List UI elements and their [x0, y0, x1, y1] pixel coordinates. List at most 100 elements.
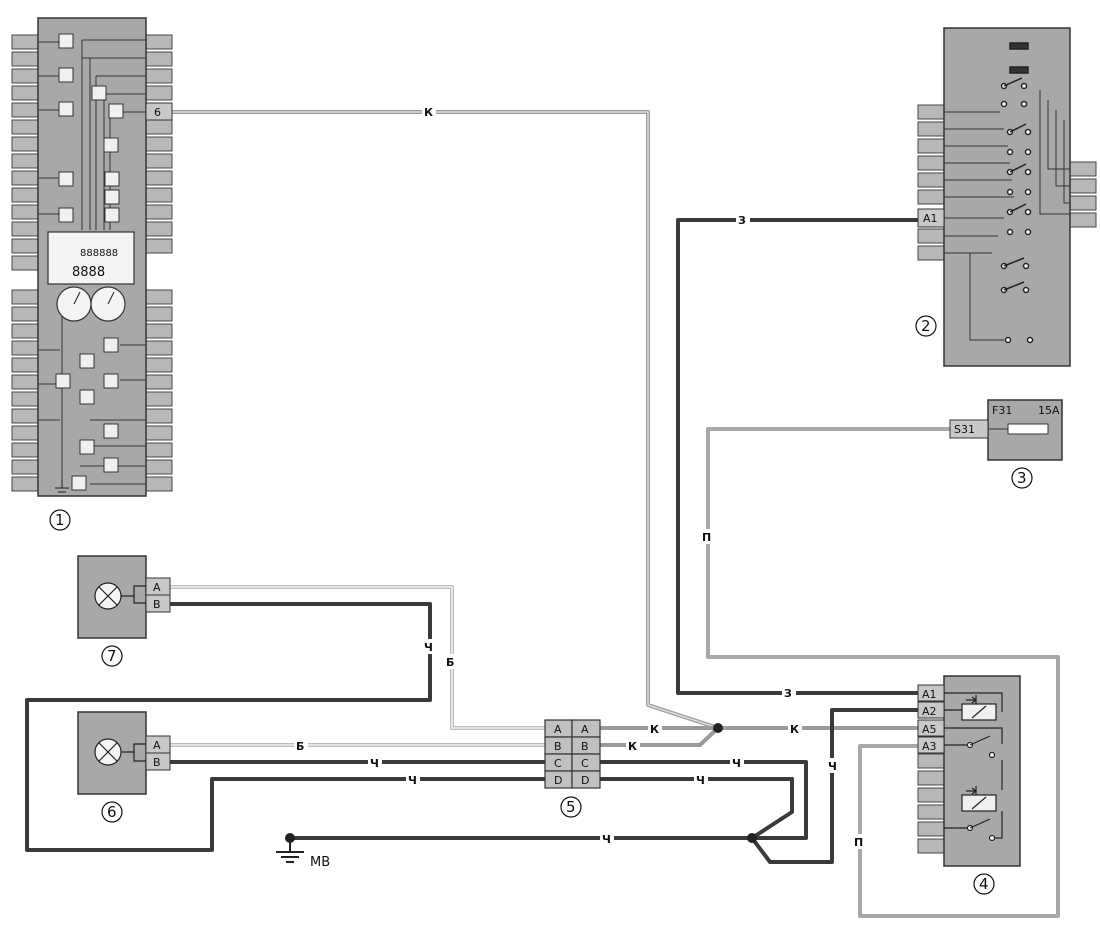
wire-label-ch-conn-c: Ч: [732, 757, 741, 770]
washer-icon: [79, 389, 95, 405]
relay-block: A1 A2 A5 A3 4: [917, 675, 1021, 895]
cluster-pins-right: [145, 34, 173, 492]
switch-block-number-circle: [915, 315, 937, 337]
lamp-6-number: 6: [107, 803, 117, 821]
oil-icon: [104, 189, 120, 205]
wire-ch-conn-d: [600, 777, 794, 840]
high-beam-icon: [103, 457, 119, 473]
diagram-label: A: [153, 739, 161, 752]
fuse-box: S31 F31 15A 3: [949, 399, 1063, 489]
wire-label-z-top: З: [738, 214, 746, 227]
wire-ch-conn-c: [600, 760, 808, 840]
junction-ch: [747, 833, 757, 843]
diagram-label: C: [554, 757, 562, 770]
diagram-label: A: [581, 723, 589, 736]
cluster-number-circle: [49, 509, 71, 531]
wire-k-cluster: [172, 110, 719, 730]
diagram-label: A: [153, 581, 161, 594]
connector: A A B B C C D D 5: [544, 719, 601, 818]
cluster-trip: 8888: [72, 265, 105, 280]
cluster-number: 1: [55, 511, 65, 529]
diagram-label: B: [554, 740, 562, 753]
diagram-label: D: [554, 774, 562, 787]
wire-label-z-bottom: З: [784, 687, 792, 700]
bulb-icon: [94, 738, 146, 766]
lamp-6: A B 6: [77, 711, 171, 823]
fog-light-icon: [91, 85, 107, 101]
wire-b-lamp7: [170, 585, 545, 730]
battery-icon: [79, 353, 95, 369]
diagram-label: B: [153, 756, 161, 769]
wires: [25, 110, 1060, 918]
door-icon: [104, 171, 120, 187]
diagram-label: C: [581, 757, 589, 770]
connector-number: 5: [566, 798, 576, 816]
switch-block-traces: [944, 90, 1070, 341]
wire-labels: К З З П П Б Б Ч Ч Ч К К К Ч Ч Ч Ч: [294, 104, 866, 849]
wire-z: [676, 218, 918, 695]
fuse-name: F31: [992, 404, 1012, 417]
light-icon: [103, 373, 119, 389]
lamp-6-number-circle: [101, 801, 123, 823]
abs-icon: [55, 373, 71, 389]
cluster-lower-icons: [55, 337, 119, 491]
fan-icon: [79, 439, 95, 455]
fuse-box-number: 3: [1017, 469, 1027, 487]
lamp-7-number-circle: [101, 645, 123, 667]
wire-label-k-conn-b: К: [628, 740, 637, 753]
cluster-odometer: 888888: [80, 248, 118, 259]
cluster-lcd: [47, 231, 135, 285]
fuse-box-pin-label: S31: [954, 423, 975, 436]
relay-block-number-circle: [973, 873, 995, 895]
cluster-indicator-icons: [58, 33, 124, 223]
gauge-icon: [58, 101, 74, 117]
cluster-pin-6-label: 6: [154, 106, 161, 119]
relay-block-number: 4: [979, 875, 989, 893]
diagram-label: A: [554, 723, 562, 736]
heated-window-icon: [103, 423, 119, 439]
wire-label-p-left: П: [702, 531, 711, 544]
wire-label-b-vertical: Б: [446, 656, 454, 669]
ground-label: MB: [310, 855, 330, 870]
tire-icon: [104, 207, 120, 223]
connector-number-circle: [560, 796, 582, 818]
lamp-7: A B 7: [77, 555, 171, 667]
bulb-icon: [94, 582, 146, 610]
cluster-ground-icon: [55, 480, 69, 493]
wire-label-ch-relay: Ч: [828, 760, 837, 773]
sidelight-icon: [71, 475, 87, 491]
connector-pin-d-right: [571, 770, 601, 789]
airbag-icon: [58, 207, 74, 223]
relay-internals: [944, 692, 1003, 842]
ground-point: MB: [276, 833, 330, 870]
switch-block-number: 2: [921, 317, 931, 335]
switch-contacts: [1000, 42, 1034, 344]
wire-label-k-conn-a: К: [650, 723, 659, 736]
diagram-label: D: [581, 774, 589, 787]
instrument-cluster: 6 8888: [11, 17, 173, 531]
relay-pin-a3-label: A3: [922, 740, 937, 753]
wire-label-ch-conn-d: Ч: [696, 774, 705, 787]
brake-icon: [103, 137, 119, 153]
wire-label-ch-ground: Ч: [602, 833, 611, 846]
relay-pin-a5-label: A5: [922, 723, 937, 736]
fuse-rating: 15A: [1038, 404, 1060, 417]
cluster-traces: [38, 39, 146, 485]
lamp-7-number: 7: [107, 647, 117, 665]
fuse-box-number-circle: [1011, 467, 1033, 489]
ground-icon: [276, 851, 304, 863]
seat-heater-icon: [58, 67, 74, 83]
switch-block: A1 2: [915, 27, 1097, 367]
junction-k: [713, 723, 723, 733]
wire-p: [706, 427, 1060, 918]
wire-label-k-top: К: [424, 106, 433, 119]
fuse-element: [1007, 423, 1049, 435]
wire-label-ch-d-left: Ч: [408, 774, 417, 787]
engine-icon: [58, 171, 74, 187]
rear-fog-icon: [108, 103, 124, 119]
wire-label-k-relay: К: [790, 723, 799, 736]
wire-ch-lamp7: [25, 602, 545, 852]
diagram-label: B: [153, 598, 161, 611]
relay-pin-a1-label: A1: [922, 688, 937, 701]
